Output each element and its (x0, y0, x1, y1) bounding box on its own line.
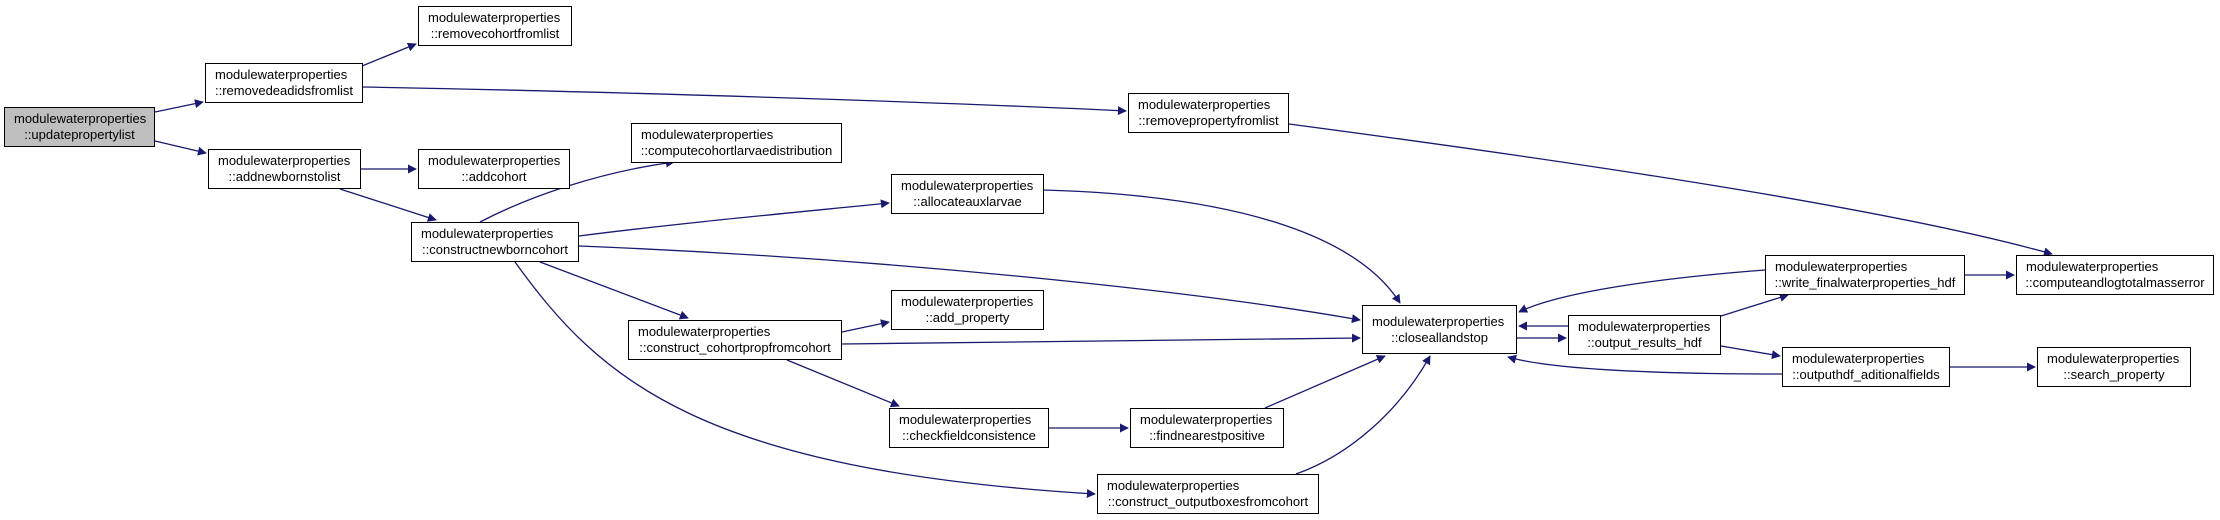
edge-constructnewborncohort-to-closeallandstop (578, 245, 1361, 324)
node-closeallandstop[interactable]: modulewaterproperties ::closeallandstop (1362, 305, 1517, 354)
node-module-label: modulewaterproperties (1138, 97, 1271, 112)
node-function-label: ::write_finalwaterproperties_hdf (1774, 275, 1956, 290)
node-computecohortlarvaedistribution[interactable]: modulewaterproperties ::computecohortlar… (631, 123, 842, 163)
node-search-property[interactable]: modulewaterproperties ::search_property (2037, 347, 2191, 387)
node-module-label: modulewaterproperties (641, 127, 774, 142)
node-module-label: modulewaterproperties (1140, 412, 1273, 427)
node-constructnewborncohort[interactable]: modulewaterproperties ::constructnewborn… (411, 222, 579, 262)
node-computeandlogtotalmasserror[interactable]: modulewaterproperties ::computeandlogtot… (2016, 255, 2214, 295)
edge-removepropertyfromlist-to-computeandlogtotalmasserror (1288, 123, 2053, 257)
node-function-label: ::allocateauxlarvae (913, 194, 1022, 209)
node-module-label: modulewaterproperties (1792, 351, 1925, 366)
node-module-label: modulewaterproperties (1578, 319, 1711, 334)
node-function-label: ::output_results_hdf (1587, 335, 1702, 350)
node-function-label: ::addnewbornstolist (228, 169, 341, 184)
node-module-label: modulewaterproperties (2047, 351, 2180, 366)
node-module-label: modulewaterproperties (428, 153, 561, 168)
edge-addnewbornstolist-to-constructnewborncohort (339, 188, 437, 222)
node-module-label: modulewaterproperties (899, 412, 1032, 427)
node-function-label: ::outputhdf_aditionalfields (1792, 367, 1940, 382)
node-module-label: modulewaterproperties (1107, 478, 1240, 493)
node-module-label: modulewaterproperties (901, 178, 1034, 193)
node-module-label: modulewaterproperties (215, 67, 348, 82)
node-module-label: modulewaterproperties (638, 324, 771, 339)
node-allocateauxlarvae[interactable]: modulewaterproperties ::allocateauxlarva… (891, 174, 1044, 214)
edge-findnearestpositive-to-closeallandstop (1264, 355, 1386, 409)
edge-removedeadidsfromlist-to-removepropertyfromlist (361, 86, 1127, 116)
node-function-label: ::construct_outputboxesfromcohort (1107, 494, 1309, 509)
node-findnearestpositive[interactable]: modulewaterproperties ::findnearestposit… (1130, 408, 1284, 448)
node-addnewbornstolist[interactable]: modulewaterproperties ::addnewbornstolis… (208, 149, 361, 189)
node-outputhdf-aditionalfields[interactable]: modulewaterproperties ::outputhdf_aditio… (1782, 347, 1950, 387)
node-function-label: ::computecohortlarvaedistribution (640, 143, 833, 158)
node-function-label: ::updatepropertylist (24, 127, 135, 142)
edge-construct-outputboxesfromcohort-to-closeallandstop (1295, 355, 1431, 475)
node-function-label: ::construct_cohortpropfromcohort (639, 340, 831, 355)
edge-constructnewborncohort-to-construct-outputboxesfromcohort (514, 261, 1096, 498)
edge-outputhdf-aditionalfields-to-closeallandstop (1507, 354, 1783, 375)
node-function-label: ::computeandlogtotalmasserror (2025, 275, 2205, 290)
node-addcohort[interactable]: modulewaterproperties ::addcohort (418, 149, 570, 189)
node-module-label: modulewaterproperties (428, 10, 561, 25)
node-construct-outputboxesfromcohort[interactable]: modulewaterproperties ::construct_output… (1097, 474, 1319, 514)
node-function-label: ::constructnewborncohort (422, 242, 568, 257)
edge-construct-cohortpropfromcohort-to-closeallandstop (841, 333, 1361, 345)
node-function-label: ::checkfieldconsistence (902, 428, 1036, 443)
edge-output-results-hdf-to-write-finalwaterproperties-hdf (1720, 293, 1789, 317)
edge-write-finalwaterproperties-hdf-to-closeallandstop (1518, 269, 1766, 313)
node-function-label: ::findnearestpositive (1149, 428, 1265, 443)
node-function-label: ::removecohortfromlist (430, 26, 560, 41)
node-module-label: modulewaterproperties (14, 111, 147, 126)
node-function-label: ::add_property (925, 310, 1010, 325)
edge-constructnewborncohort-to-construct-cohortpropfromcohort (539, 261, 689, 320)
node-function-label: ::addcohort (461, 169, 527, 184)
node-module-label: modulewaterproperties (1775, 259, 1908, 274)
node-module-label: modulewaterproperties (901, 294, 1034, 309)
node-function-label: ::removedeadidsfromlist (215, 83, 353, 98)
node-removepropertyfromlist[interactable]: modulewaterproperties ::removepropertyfr… (1128, 93, 1289, 133)
node-module-label: modulewaterproperties (421, 226, 554, 241)
node-module-label: modulewaterproperties (1372, 313, 1505, 329)
edge-updatepropertylist-to-addnewbornstolist (154, 140, 207, 156)
node-module-label: modulewaterproperties (2026, 259, 2159, 274)
edge-allocateauxlarvae-to-closeallandstop (1043, 189, 1401, 304)
edge-output-results-hdf-to-outputhdf-aditionalfields (1720, 345, 1781, 360)
node-removedeadidsfromlist[interactable]: modulewaterproperties ::removedeadidsfro… (205, 63, 363, 103)
node-output-results-hdf[interactable]: modulewaterproperties ::output_results_h… (1568, 315, 1721, 355)
node-module-label: modulewaterproperties (218, 153, 351, 168)
node-function-label: ::removepropertyfromlist (1138, 113, 1279, 128)
edge-updatepropertylist-to-removedeadidsfromlist (154, 99, 204, 113)
node-updatepropertylist[interactable]: modulewaterproperties ::updatepropertyli… (4, 107, 155, 147)
edge-construct-cohortpropfromcohort-to-add-property (841, 319, 890, 333)
node-write-finalwaterproperties-hdf[interactable]: modulewaterproperties ::write_finalwater… (1765, 255, 1965, 295)
node-function-label: ::search_property (2063, 367, 2165, 382)
node-add-property[interactable]: modulewaterproperties ::add_property (891, 290, 1044, 330)
node-checkfieldconsistence[interactable]: modulewaterproperties ::checkfieldconsis… (889, 408, 1049, 448)
node-removecohortfromlist[interactable]: modulewaterproperties ::removecohortfrom… (418, 6, 572, 46)
node-construct-cohortpropfromcohort[interactable]: modulewaterproperties ::construct_cohort… (628, 320, 842, 360)
node-function-label: ::closeallandstop (1391, 329, 1488, 345)
edge-removedeadidsfromlist-to-removecohortfromlist (361, 42, 417, 67)
edge-construct-cohortpropfromcohort-to-checkfieldconsistence (786, 359, 900, 408)
edge-constructnewborncohort-to-allocateauxlarvae (578, 199, 890, 237)
